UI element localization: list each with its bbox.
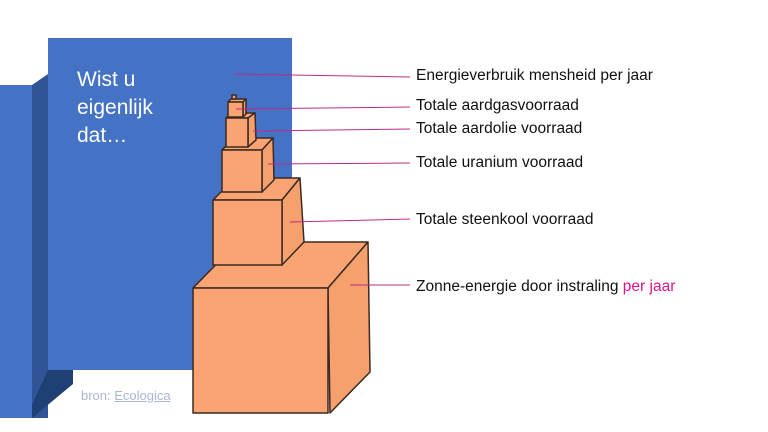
slide-title: Wist u eigenlijk dat… (77, 66, 227, 150)
title-line: Wist u (77, 68, 136, 91)
cube-solar (192, 241, 371, 414)
label-oil-reserve: Totale aardolie voorraad (416, 120, 583, 137)
leader-line-coal (289, 218, 411, 223)
label-uranium-reserve: Totale uranium voorraad (416, 154, 584, 171)
label-solar-text: Zonne-energie door instraling (416, 278, 619, 295)
label-coal-reserve: Totale steenkool voorraad (416, 211, 594, 228)
leader-line-uranium (267, 162, 411, 165)
title-line: eigenlijk (77, 96, 153, 119)
label-gas-reserve: Totale aardgasvoorraad (416, 97, 579, 114)
label-solar-accent: per jaar (622, 278, 676, 295)
cube-gas (227, 94, 247, 118)
label-solar-energy: Zonne-energie door instraling per jaar (416, 278, 675, 296)
leader-line-energy (234, 73, 411, 78)
source-prefix: bron: (81, 388, 111, 403)
source-credit: bron: Ecologica (81, 388, 171, 403)
cube-oil (225, 112, 257, 148)
left-block-side (32, 74, 48, 418)
title-line: dat… (77, 124, 128, 147)
left-block-front (0, 85, 32, 418)
leader-line-oil (252, 128, 411, 132)
left-block-bottom (32, 370, 73, 418)
label-energy-consumption: Energieverbruik mensheid per jaar (416, 67, 653, 84)
leader-line-gas (235, 106, 411, 110)
source-link[interactable]: Ecologica (114, 388, 171, 403)
